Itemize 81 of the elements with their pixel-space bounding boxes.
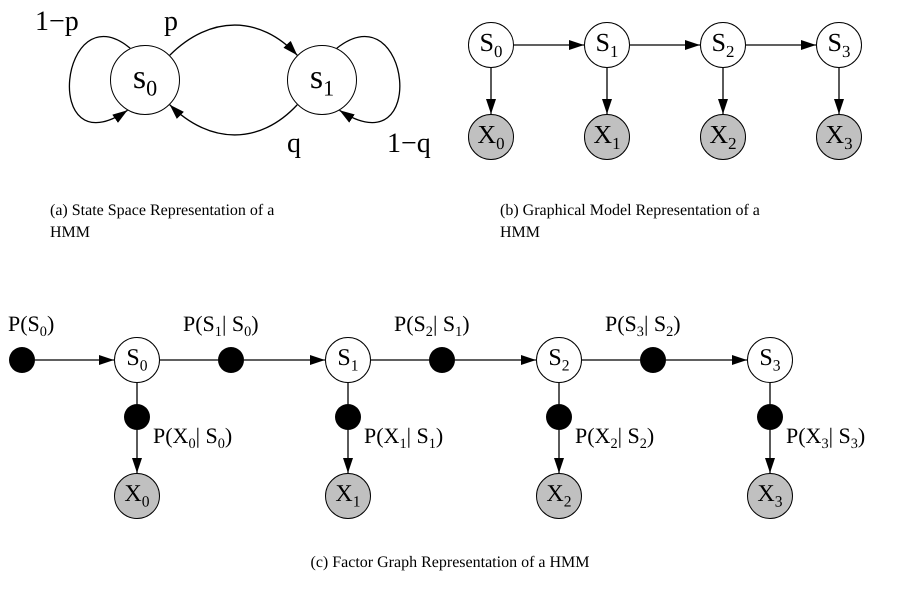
arrow xyxy=(343,430,353,473)
factor-label: P(X$_{2}$| S$_{2}$) xyxy=(575,425,654,452)
arrow xyxy=(602,68,612,114)
node-label: X$_{3}$ xyxy=(757,482,783,510)
arrow xyxy=(336,36,400,124)
arrow xyxy=(244,355,325,365)
arrow xyxy=(169,24,298,56)
arrow xyxy=(834,68,844,114)
caption: (b) Graphical Model Representation of a HMM xyxy=(500,201,760,244)
node-label: S$_{3}$ xyxy=(828,30,850,60)
arrow xyxy=(718,68,728,114)
caption: (c) Factor Graph Representation of a HMM xyxy=(309,553,591,573)
node-label: S$_{1}$ xyxy=(337,346,359,374)
node-label: X$_{2}$ xyxy=(546,482,572,510)
factor-label: P(X$_{3}$| S$_{3}$) xyxy=(786,425,866,452)
node-label: X$_{3}$ xyxy=(825,122,853,152)
observed-node xyxy=(747,473,793,519)
state-node xyxy=(584,22,630,68)
arrow xyxy=(486,68,496,114)
state-node xyxy=(747,337,793,383)
state-node xyxy=(536,337,582,383)
connector-line xyxy=(136,383,138,404)
factor-node xyxy=(218,347,244,373)
factor-node xyxy=(335,404,361,430)
connector-line xyxy=(347,383,349,404)
arrow xyxy=(630,40,700,50)
factor-node xyxy=(124,404,150,430)
node-label: s$_{1}$ xyxy=(310,60,334,100)
node-label: S$_{0}$ xyxy=(480,30,502,60)
arrow xyxy=(554,430,564,473)
state-node xyxy=(114,337,160,383)
factor-node xyxy=(546,404,572,430)
observed-node xyxy=(536,473,582,519)
node-label: X$_{1}$ xyxy=(593,122,621,152)
arrow xyxy=(666,355,747,365)
node-label: X$_{0}$ xyxy=(124,482,150,510)
arrow xyxy=(765,430,775,473)
node-label: S$_{2}$ xyxy=(712,30,734,60)
observed-node xyxy=(816,114,862,160)
observed-node xyxy=(114,473,160,519)
arrow xyxy=(69,36,131,123)
arrow xyxy=(169,104,298,136)
node-label: S$_{1}$ xyxy=(596,30,618,60)
node-label: S$_{2}$ xyxy=(548,346,570,374)
factor-node xyxy=(757,404,783,430)
state-node xyxy=(110,45,180,115)
state-node xyxy=(468,22,514,68)
factor-node xyxy=(640,347,666,373)
node-label: s$_{0}$ xyxy=(132,60,158,100)
factor-node xyxy=(429,347,455,373)
factor-label: P(X$_{1}$| S$_{1}$) xyxy=(364,425,444,452)
state-node xyxy=(325,337,371,383)
node-label: S$_{3}$ xyxy=(759,346,781,374)
arrow xyxy=(746,40,816,50)
factor-node xyxy=(9,347,35,373)
connector-line xyxy=(769,383,771,404)
connector-line xyxy=(558,383,560,404)
factor-label: P(S$_{0}$) xyxy=(8,313,54,340)
arrow xyxy=(514,40,584,50)
node-label: X$_{0}$ xyxy=(477,122,505,152)
connector-line xyxy=(371,359,429,361)
node-label: S$_{0}$ xyxy=(126,346,148,374)
state-node xyxy=(816,22,862,68)
node-label: X$_{1}$ xyxy=(335,482,361,510)
factor-label: P(S$_{3}$| S$_{2}$) xyxy=(605,313,681,340)
connector-line xyxy=(582,359,640,361)
connector-line xyxy=(160,359,218,361)
arrow xyxy=(455,355,536,365)
observed-node xyxy=(584,114,630,160)
caption: (a) State Space Representation of a HMM xyxy=(50,201,276,244)
observed-node xyxy=(700,114,746,160)
observed-node xyxy=(468,114,514,160)
state-node xyxy=(700,22,746,68)
factor-label: P(X$_{0}$| S$_{0}$) xyxy=(153,425,232,452)
arrow xyxy=(35,355,114,365)
factor-label: P(S$_{2}$| S$_{1}$) xyxy=(394,313,470,340)
node-label: X$_{2}$ xyxy=(709,122,737,152)
arrow xyxy=(132,430,142,473)
factor-label: P(S$_{1}$| S$_{0}$) xyxy=(183,313,259,340)
observed-node xyxy=(325,473,371,519)
state-node xyxy=(287,45,357,115)
